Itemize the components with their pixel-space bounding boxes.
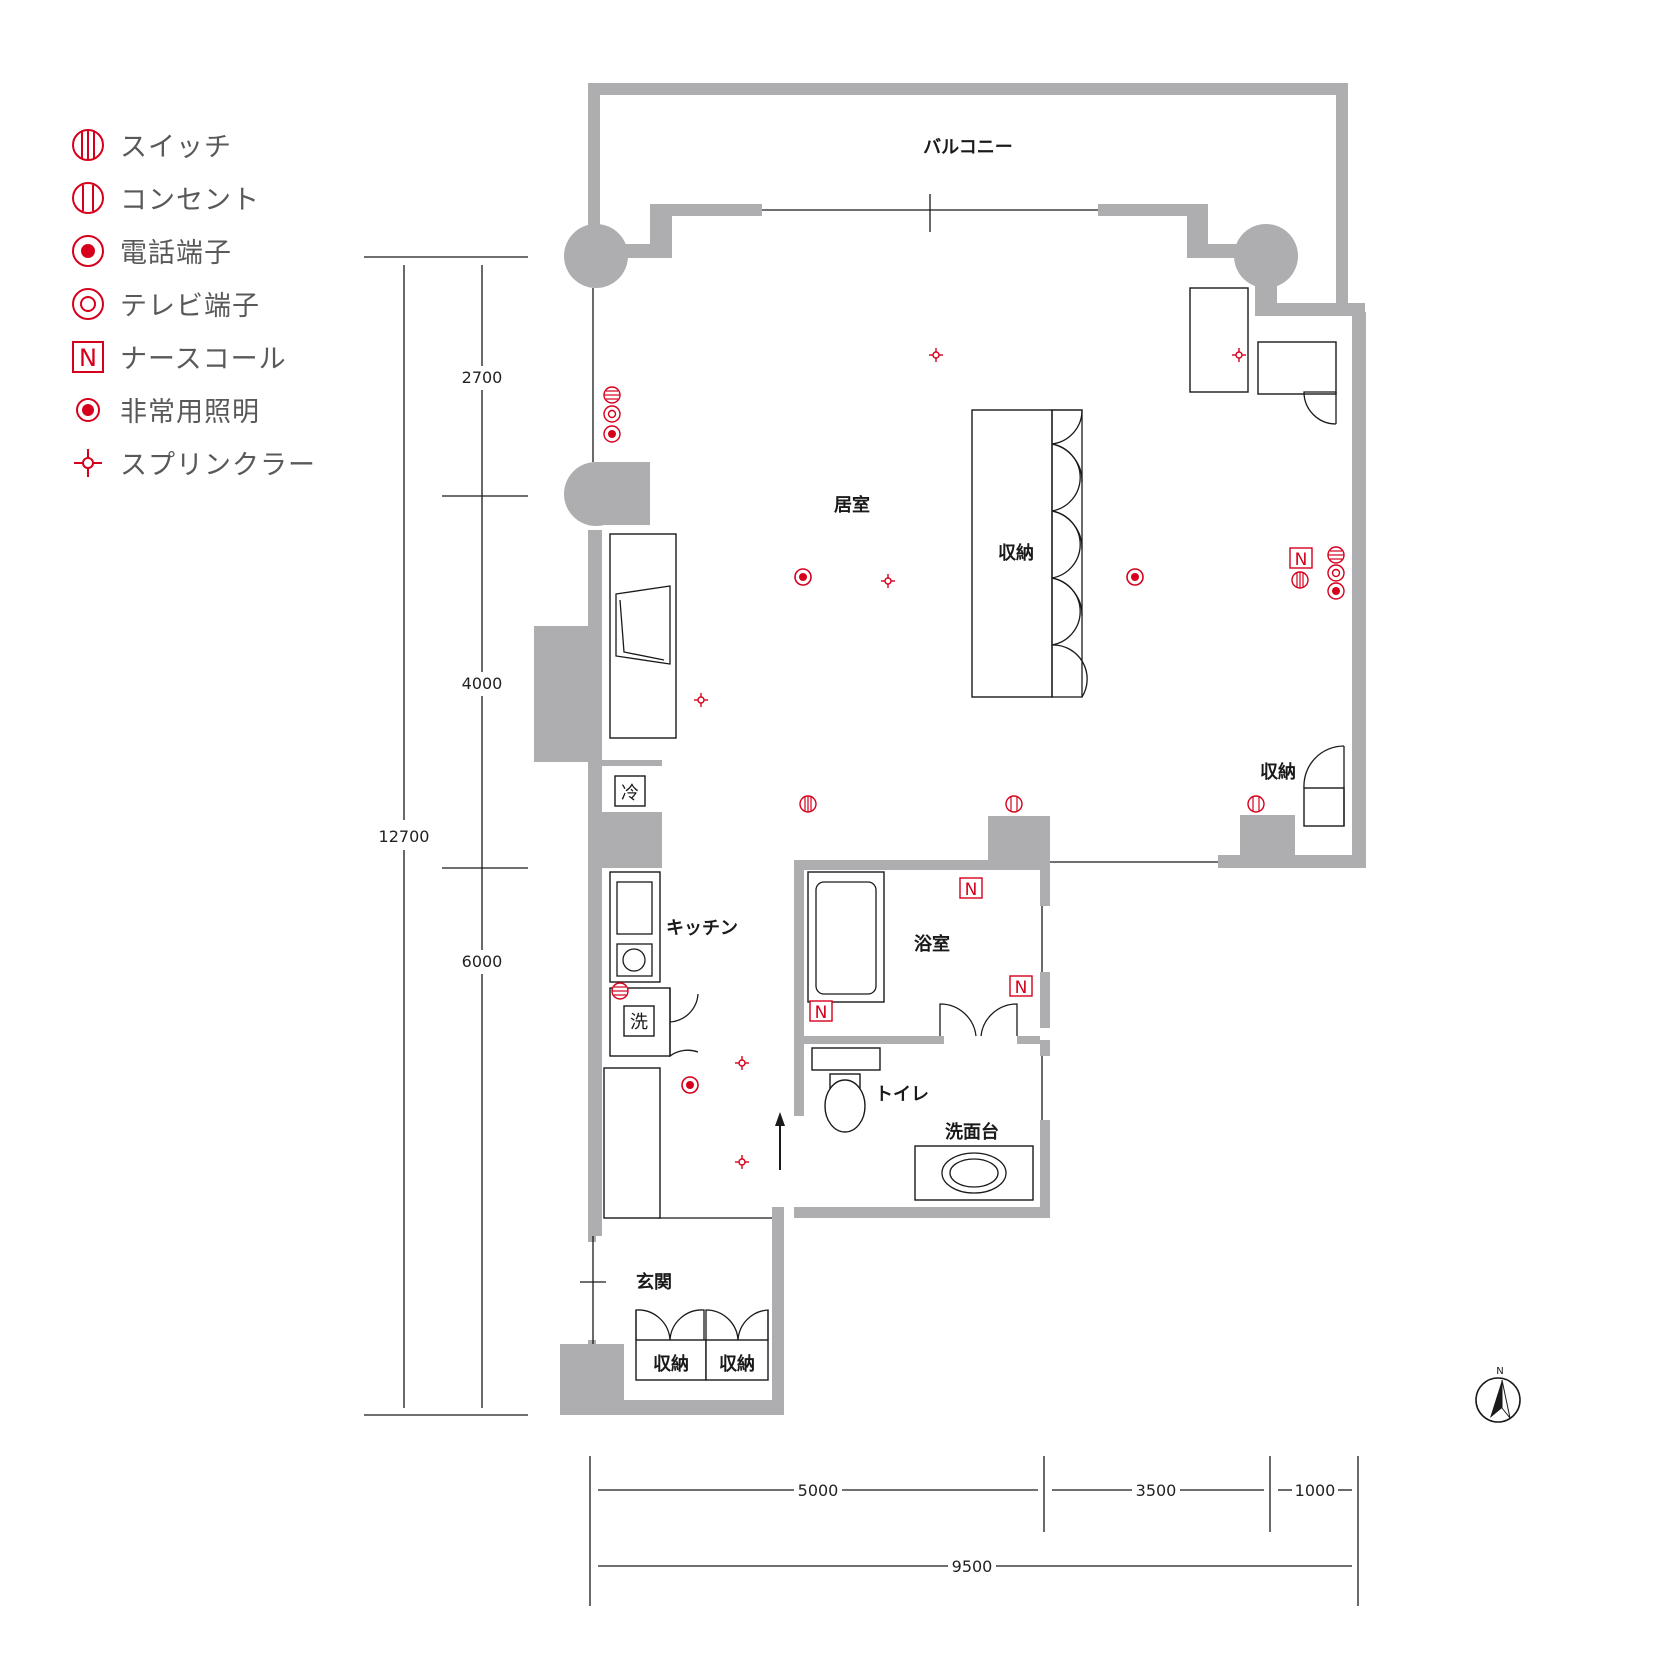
outlet-icon [611,982,629,1000]
legend-label-phone: 電話端子 [120,238,232,269]
legend-item-sprinkler: スプリンクラー [70,436,316,489]
outlet-icon [1327,546,1345,564]
dim-vertical-2700: 2700 [462,368,503,387]
dim-horizontal-5000: 5000 [798,1481,839,1500]
legend-label-nurse-call: ナースコール [120,344,287,375]
nurse-call-icon: N [809,1000,833,1023]
phone-jack-symbol-icon [72,234,104,267]
legend-label-outlet: コンセント [120,185,260,216]
dimensions-vertical: 2700 4000 6000 12700 [364,256,528,1416]
room-label-balcony: バルコニー [923,137,1013,158]
legend-item-switch: スイッチ [70,118,316,171]
fixtures: 冷 洗 [603,287,1345,1381]
emergency-light-icon [681,1076,699,1094]
room-label-storage-entrance-2: 収納 [719,1353,755,1375]
compass: N [1475,1366,1521,1423]
storage-doors [1051,409,1088,698]
outlet-icon [603,386,621,404]
room-label-toilet: トイレ [875,1084,929,1105]
compass-label: N [1496,1366,1503,1377]
legend-item-tv: テレビ端子 [70,277,316,330]
room-label-storage-east: 収納 [1260,761,1296,783]
room-label-kitchen: キッチン [666,918,738,939]
tv-jack-symbol-icon [72,287,104,320]
phone-jack-icon [1327,582,1345,600]
nurse-call-icon: N [1289,547,1313,570]
washer-label: 洗 [630,1012,648,1033]
nurse-call-icon: N [959,877,983,900]
sprinkler-icon [880,573,896,589]
nurse-call-icon: N [1009,975,1033,998]
switch-symbol-icon [72,128,104,161]
dim-vertical-6000: 6000 [462,952,503,971]
room-label-bath: 浴室 [914,933,950,955]
switch-icon [799,795,817,813]
room-labels: バルコニー 居室 収納 収納 浴室 キッチン トイレ 洗面台 玄関 収納 収納 [636,137,1296,1375]
thin-lines [580,194,1218,1344]
dim-horizontal-1000: 1000 [1295,1481,1336,1500]
emergency-light-icon [1126,568,1144,586]
dim-horizontal-3500: 3500 [1136,1481,1177,1500]
svg-text:N: N [965,880,978,900]
room-label-storage-center: 収納 [998,542,1034,564]
tv-jack-icon [1327,564,1345,582]
outlet-icon [1247,795,1265,813]
sprinkler-symbol-icon [74,448,102,477]
legend-item-outlet: コンセント [70,171,316,224]
outlet-icon [1005,795,1023,813]
room-label-storage-entrance-1: 収納 [653,1353,689,1375]
svg-text:N: N [815,1003,828,1023]
svg-text:N: N [79,344,97,372]
phone-jack-icon [603,425,621,443]
svg-text:N: N [1015,978,1028,998]
legend: スイッチ コンセント 電話端子 テレビ端子 N ナースコール [70,118,316,489]
sprinkler-icon [693,692,709,708]
room-label-living: 居室 [834,494,870,516]
legend-item-nurse-call: N ナースコール [70,330,316,383]
dim-horizontal-9500: 9500 [952,1557,993,1576]
fridge-label: 冷 [621,783,639,804]
dim-vertical-4000: 4000 [462,674,503,693]
legend-label-sprinkler: スプリンクラー [120,450,316,481]
walls [534,83,1366,1415]
svg-text:N: N [1295,550,1308,570]
room-label-entrance: 玄関 [636,1271,672,1293]
nurse-calls: N N N N [809,547,1313,1023]
outlet-symbol-icon [72,181,104,214]
emergency-light-icon [794,568,812,586]
emergency-light-symbol-icon [76,397,100,422]
dim-vertical-12700: 12700 [379,827,430,846]
legend-label-emergency-light: 非常用照明 [120,397,260,428]
sprinkler-icon [734,1055,750,1071]
dimensions-horizontal: 5000 3500 1000 9500 [589,1456,1359,1606]
nurse-call-symbol-icon: N [72,340,104,373]
sprinkler-icon [928,347,944,363]
sprinkler-icon [734,1154,750,1170]
legend-item-emergency-light: 非常用照明 [70,383,316,436]
legend-label-switch: スイッチ [120,132,232,163]
legend-item-phone: 電話端子 [70,224,316,277]
tv-jack-icon [603,405,621,423]
legend-label-tv: テレビ端子 [120,291,260,322]
switch-icon [1291,571,1309,589]
room-label-washbasin: 洗面台 [945,1121,999,1143]
